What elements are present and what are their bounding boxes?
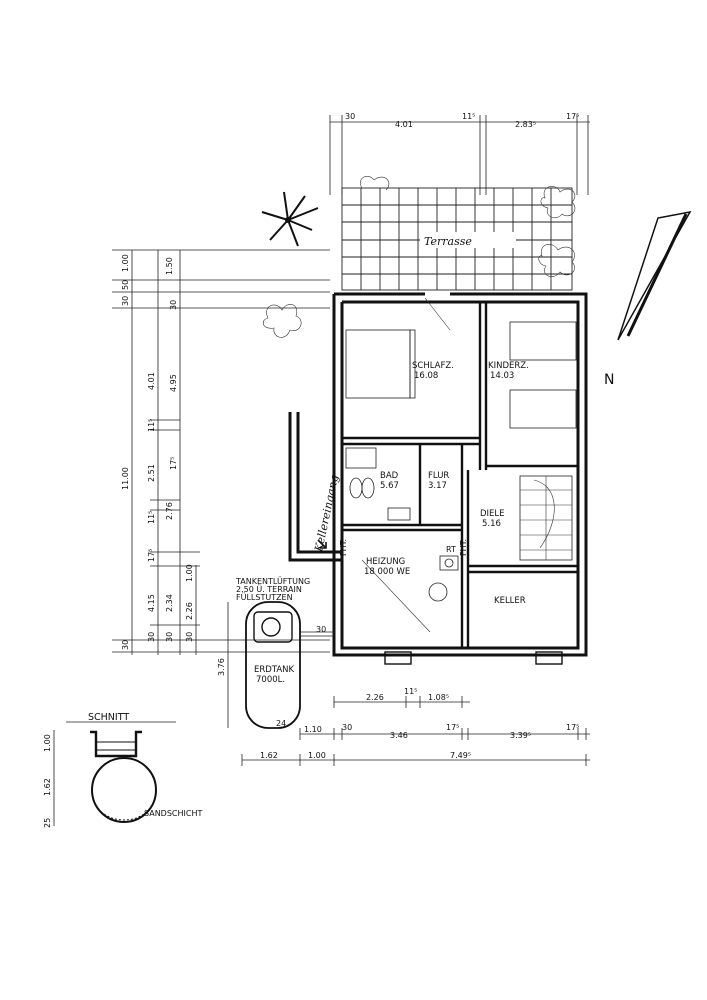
dim-left-100: 1.00	[121, 254, 130, 272]
basement-entrance-label: Kellereingang	[312, 474, 341, 554]
oil-tank: TANKENTLÜFTUNG 2.50 Ü. TERRAIN FÜLLSTUTZ…	[217, 576, 334, 729]
north-arrow: N	[604, 210, 692, 388]
dim-inner-495: 4.95	[169, 374, 178, 392]
tank-section: SCHNITT 1.00 1.62 25 SANDSCHICHT	[43, 712, 202, 828]
heizung-name: HEIZUNG	[366, 557, 405, 567]
bad-area: 5.67	[380, 481, 399, 491]
dim-mid-415: 4.15	[147, 594, 156, 612]
diele-area: 5.16	[482, 519, 501, 529]
dim-inner-30: 30	[185, 632, 194, 642]
diele-name: DIELE	[480, 509, 505, 519]
room-labels: SCHLAFZ. 16.08 KINDERZ. 14.03 BAD 5.67 F…	[339, 361, 529, 606]
rt-label: RT	[446, 545, 456, 554]
sand-layer-label: SANDSCHICHT	[144, 809, 202, 818]
north-label: N	[604, 372, 614, 388]
dim-inner-30: 30	[169, 300, 178, 310]
keller-name: KELLER	[494, 596, 526, 606]
dim-mid-115a: 11⁵	[147, 419, 156, 432]
kinderzimmer-area: 14.03	[490, 371, 514, 381]
fht-right-label: FHT.	[459, 539, 468, 556]
dim-top-2835: 2.83⁵	[515, 120, 536, 129]
erdtank-label: ERDTANK	[254, 665, 295, 675]
dim-bottom-1085: 1.08⁵	[428, 693, 449, 702]
tank-filler-label: FÜLLSTUTZEN	[236, 592, 293, 602]
dim-bottom-175a: 17⁵	[446, 723, 459, 732]
entrance-arrow-icon	[317, 539, 327, 549]
dim-section-100: 1.00	[43, 734, 52, 752]
dim-bottom-115: 11⁵	[404, 687, 417, 696]
dim-top-115: 11⁵	[462, 112, 475, 121]
tank-vent-label: TANKENTLÜFTUNG	[235, 576, 310, 586]
bottom-dimension-chains: 2.26 11⁵ 1.08⁵ 1.10 30 3.46 17⁵ 3.39⁵ 17…	[241, 687, 590, 766]
dim-mid-115b: 11⁵	[147, 511, 156, 524]
dim-section-162: 1.62	[43, 778, 52, 796]
dim-bottom-226: 2.26	[366, 693, 384, 702]
dim-tank-24: 24	[276, 719, 286, 728]
dim-inner-175: 17⁵	[169, 457, 178, 470]
top-dimension-chain: 30 4.01 11⁵ 2.83⁵ 17⁵	[329, 112, 590, 195]
dim-top-30: 30	[345, 112, 355, 121]
dim-bottom-7495: 7.49⁵	[450, 751, 471, 760]
dim-mid-251: 2.51	[147, 464, 156, 482]
dim-inner-226: 2.26	[185, 602, 194, 620]
dim-bottom-100: 1.00	[308, 751, 326, 760]
dim-bottom-110: 1.10	[304, 725, 322, 734]
dim-left-1100: 11.00	[121, 467, 130, 490]
dim-section-25: 25	[43, 818, 52, 828]
dim-top-401: 4.01	[395, 120, 413, 129]
erdtank-volume: 7000L.	[256, 675, 285, 685]
tank-height-label: 2.50 Ü. TERRAIN	[236, 584, 302, 594]
dim-mid-175: 17⁵	[147, 549, 156, 562]
terrace-label: Terrasse	[424, 235, 472, 248]
basement-entrance: Kellereingang	[312, 474, 341, 554]
dim-mid-30a: 30	[147, 632, 156, 642]
dim-left-30a: 30	[121, 296, 130, 306]
dim-bottom-162: 1.62	[260, 751, 278, 760]
schlafzimmer-area: 16.08	[414, 371, 438, 381]
dim-bottom-30: 30	[342, 723, 352, 732]
dim-left-30b: 30	[121, 640, 130, 650]
dim-inner-100: 1.00	[185, 564, 194, 582]
terrace-tiles: Terrasse	[341, 187, 573, 291]
dim-mid-276: 2.76	[165, 502, 174, 520]
flur-name: FLUR	[428, 471, 449, 481]
dim-mid-401: 4.01	[147, 372, 156, 390]
dim-bottom-175b: 17⁵	[566, 723, 579, 732]
bad-name: BAD	[380, 471, 399, 481]
schlafzimmer-name: SCHLAFZ.	[412, 361, 454, 371]
dim-tank-376: 3.76	[217, 658, 226, 676]
dim-bottom-3395: 3.39⁵	[510, 731, 531, 740]
flur-area: 3.17	[428, 481, 447, 491]
dim-bottom-346: 3.46	[390, 731, 408, 740]
building-walls	[288, 292, 588, 657]
dim-top-175: 17⁵	[566, 112, 579, 121]
fht-left-label: FHT.	[339, 539, 348, 556]
dim-mid-234: 2.34	[165, 594, 174, 612]
kinderzimmer-name: KINDERZ.	[488, 361, 529, 371]
furniture	[345, 321, 577, 633]
dim-left-50: 50	[121, 280, 130, 290]
heizung-capacity: 18 000 WE	[364, 567, 410, 577]
section-title: SCHNITT	[88, 712, 129, 723]
dim-mid-30b: 30	[165, 632, 174, 642]
left-dimension-chains: 1.00 50 30 11.00 30 1.50 4.01 11⁵ 2.51 1…	[112, 249, 330, 655]
dim-mid-150: 1.50	[165, 257, 174, 275]
window-marks	[384, 292, 563, 665]
dim-tank-30: 30	[316, 625, 326, 634]
